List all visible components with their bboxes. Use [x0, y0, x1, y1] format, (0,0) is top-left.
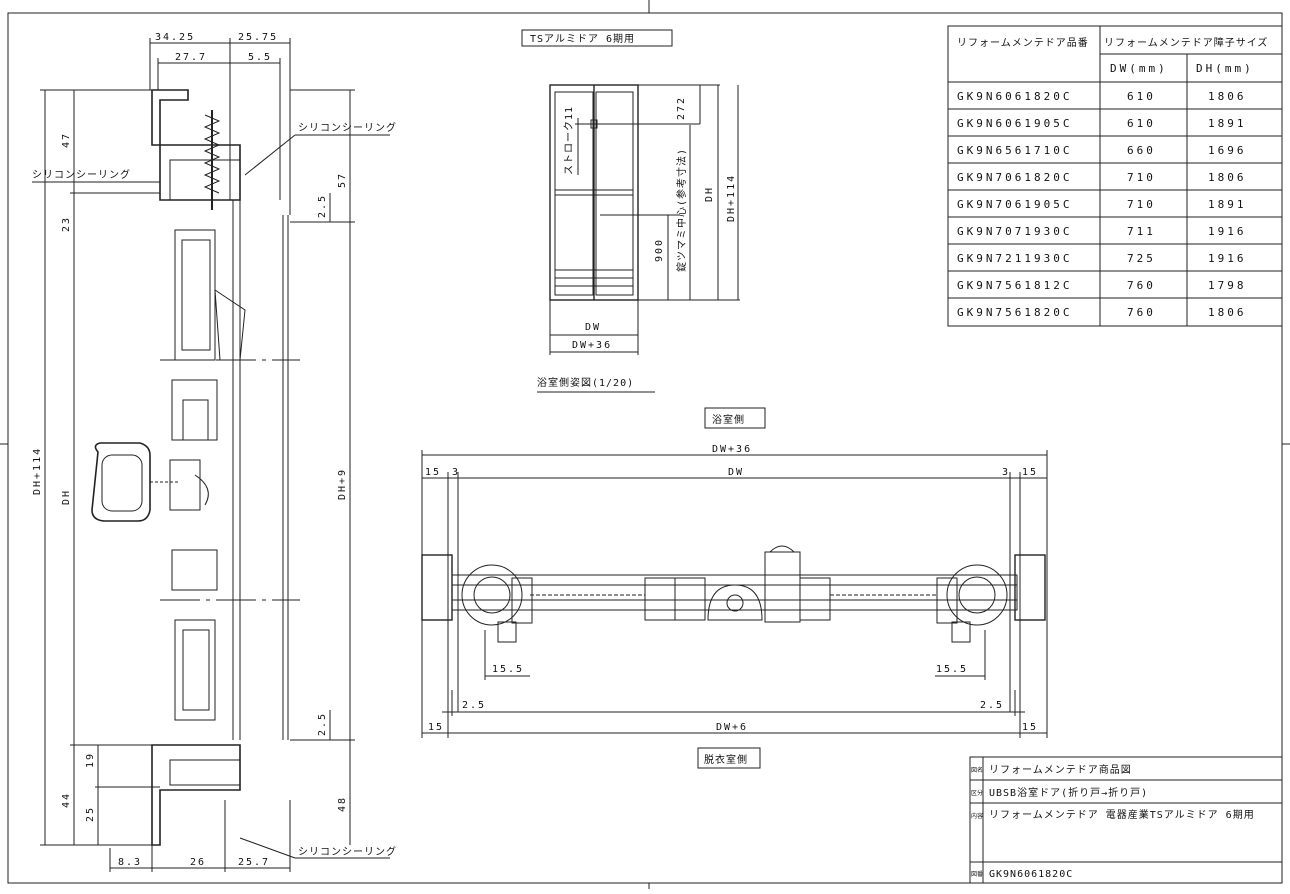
table-row-3-dw: 660: [1127, 144, 1156, 157]
dim-900: 900: [654, 238, 665, 262]
plan-view: [421, 407, 1048, 769]
table-row-9-dw: 760: [1127, 306, 1156, 319]
sheet-border: [7, 12, 1283, 884]
table-row-4-model: GK9N7061820C: [957, 171, 1072, 184]
dim-26: 26: [190, 857, 206, 868]
table-row-6-dh: 1916: [1208, 225, 1247, 238]
table-row-5-dh: 1891: [1208, 198, 1247, 211]
dim-19: 19: [85, 752, 96, 768]
plan-dim-15-5-right: 15.5: [936, 664, 968, 675]
plan-view-labels: 浴室側 脱衣室側 DW+36 15 3 DW 3 15 15.5 15.5 2.…: [425, 413, 1038, 766]
dim-44: 44: [61, 792, 72, 808]
dim-25: 25: [85, 806, 96, 822]
table-row-2-dh: 1891: [1208, 117, 1247, 130]
dim-48: 48: [337, 796, 348, 812]
dim-47: 47: [61, 132, 72, 148]
plan-dim-15-left: 15: [425, 467, 441, 478]
dim-8-3: 8.3: [118, 857, 142, 868]
silicone-sealing-callout-3: シリコンシーリング: [298, 845, 397, 858]
plan-dim-15-5-left: 15.5: [492, 664, 524, 675]
silicone-sealing-callout-2: シリコンシーリング: [32, 168, 131, 181]
table-col-dw: DW(mm): [1110, 62, 1168, 75]
front-dim-dw-36: DW+36: [572, 340, 612, 351]
title-block: 図名 区分 内容 図番 リフォームメンテドア商品図 UBSB浴室ドア(折り戸→折…: [969, 756, 1283, 884]
title-block-label-number: 図番: [971, 871, 983, 878]
dim-5-5: 5.5: [248, 52, 272, 63]
dim-25-75: 25.75: [238, 32, 278, 43]
dim-23: 23: [61, 216, 72, 232]
plan-dim-dw: DW: [728, 467, 744, 478]
table-row-9-dh: 1806: [1208, 306, 1247, 319]
table-row-5-model: GK9N7061905C: [957, 198, 1072, 211]
table-row-3-model: GK9N6561710C: [957, 144, 1072, 157]
left-section-labels: 34.25 25.75 27.7 5.5 8.3 26 25.7 47 23 1…: [32, 32, 397, 868]
table-header-size: リフォームメンテドア障子サイズ: [1104, 36, 1268, 49]
table-row-6-model: GK9N7071930C: [957, 225, 1072, 238]
table-row-9-model: GK9N7561820C: [957, 306, 1072, 319]
dim-dh-9: DH+9: [337, 468, 348, 500]
table-row-8-model: GK9N7561812C: [957, 279, 1072, 292]
stroke-label: ストローク11: [563, 106, 575, 175]
dim-2-5-top: 2.5: [317, 194, 328, 218]
dim-dh-114: DH+114: [32, 447, 43, 495]
table-row-3-dh: 1696: [1208, 144, 1247, 157]
title-box-label: TSアルミドア 6期用: [530, 33, 635, 45]
size-table: リフォームメンテドア品番 リフォームメンテドア障子サイズ DW(mm) DH(m…: [947, 25, 1283, 327]
plan-dim-dw-6: DW+6: [716, 722, 748, 733]
dressing-side-label: 脱衣室側: [704, 753, 748, 766]
table-row-5-dw: 710: [1127, 198, 1156, 211]
dim-dh: DH: [61, 489, 72, 505]
plan-dim-15-bottom-left: 15: [428, 722, 444, 733]
table-row-2-dw: 610: [1127, 117, 1156, 130]
front-view-labels: TSアルミドア 6期用 272 DH DH+114 900 ストローク11 錠ツ…: [530, 33, 737, 389]
table-row-1-model: GK9N6061820C: [957, 90, 1072, 103]
plan-dim-3-right: 3: [1002, 467, 1010, 478]
front-view: [521, 29, 740, 393]
front-dim-dh-114: DH+114: [726, 174, 737, 222]
table-row-7-dw: 725: [1127, 252, 1156, 265]
handle-center-label: 錠ツマミ中心(参考寸法): [675, 148, 688, 272]
front-dim-dw: DW: [585, 322, 601, 333]
table-col-dh: DH(mm): [1196, 62, 1254, 75]
front-dim-dh: DH: [704, 186, 715, 202]
drawing-name: リフォームメンテドア商品図: [989, 763, 1132, 776]
table-row-1-dh: 1806: [1208, 90, 1247, 103]
table-row-7-model: GK9N7211930C: [957, 252, 1072, 265]
table-row-2-model: GK9N6061905C: [957, 117, 1072, 130]
dim-2-5-bottom: 2.5: [317, 712, 328, 736]
dim-272: 272: [676, 96, 687, 120]
plan-dim-2-5-left: 2.5: [462, 700, 486, 711]
table-row-8-dh: 1798: [1208, 279, 1247, 292]
dim-34-25: 34.25: [155, 32, 195, 43]
left-section: [32, 38, 390, 872]
table-row-6-dw: 711: [1127, 225, 1156, 238]
plan-dim-3-left: 3: [452, 467, 460, 478]
plan-dim-15-right: 15: [1022, 467, 1038, 478]
table-row-8-dw: 760: [1127, 279, 1156, 292]
front-view-caption: 浴室側姿図(1/20): [537, 376, 634, 389]
bath-side-label: 浴室側: [712, 413, 745, 426]
drawing-number: GK9N6061820C: [989, 869, 1073, 880]
dim-27-7: 27.7: [175, 52, 207, 63]
table-row-4-dw: 710: [1127, 171, 1156, 184]
drawing-category: UBSB浴室ドア(折り戸→折り戸): [989, 786, 1148, 799]
plan-dim-dw-36: DW+36: [712, 444, 752, 455]
title-block-label-category: 区分: [971, 789, 983, 797]
plan-dim-2-5-right: 2.5: [980, 700, 1004, 711]
plan-dim-15-bottom-right: 15: [1022, 722, 1038, 733]
table-row-4-dh: 1806: [1208, 171, 1247, 184]
table-row-1-dw: 610: [1127, 90, 1156, 103]
title-block-label-content: 内容: [971, 812, 983, 820]
table-row-7-dh: 1916: [1208, 252, 1247, 265]
dim-25-7: 25.7: [238, 857, 270, 868]
dim-57: 57: [337, 172, 348, 188]
table-header-model: リフォームメンテドア品番: [957, 37, 1089, 49]
title-block-label-name: 図名: [971, 766, 983, 774]
drawing-content: リフォームメンテドア 電器産業TSアルミドア 6期用: [989, 808, 1255, 821]
silicone-sealing-callout-1: シリコンシーリング: [298, 121, 397, 134]
